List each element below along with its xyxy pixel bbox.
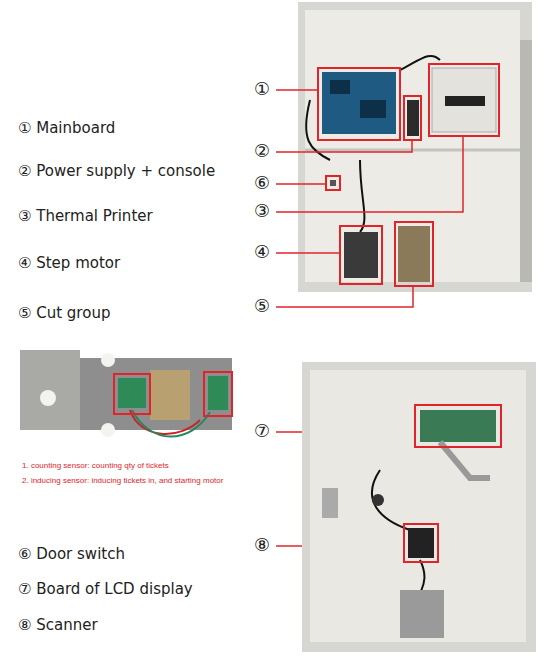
- sensor-board: [208, 376, 228, 410]
- cut-group-photo: [398, 226, 430, 282]
- step-motor-photo: [344, 232, 378, 278]
- highlight-box: [326, 176, 340, 190]
- sensor-board: [118, 378, 146, 408]
- callout-number: ⑦: [254, 421, 270, 441]
- highlight-box: [114, 374, 150, 414]
- part-list-item: ④ Step motor: [18, 255, 120, 272]
- chip: [330, 80, 350, 94]
- part-list-item: ⑥ Door switch: [18, 546, 125, 563]
- callout-number: ①: [254, 79, 270, 99]
- chip: [360, 100, 386, 118]
- part-list-item: ① Mainboard: [18, 120, 115, 137]
- cabinet-side: [520, 40, 532, 282]
- callout-number: ⑤: [254, 296, 270, 316]
- leader-line: [276, 286, 413, 307]
- highlight-box: [415, 405, 501, 447]
- printer-photo: [432, 68, 496, 132]
- cut-plate: [20, 350, 80, 430]
- lcd-board-photo: [420, 410, 496, 442]
- scanner-photo: [408, 528, 434, 558]
- callout-number: ④: [254, 242, 270, 262]
- door-switch-photo: [330, 180, 336, 186]
- wire: [306, 56, 440, 232]
- lock-photo: [322, 488, 338, 518]
- callout-number: ⑧: [254, 535, 270, 555]
- knob: [40, 390, 56, 406]
- roller: [150, 370, 190, 420]
- leader-line: [276, 140, 412, 152]
- knob: [101, 353, 115, 367]
- mainboard-photo: [322, 72, 396, 134]
- part-list-item: ② Power supply + console: [18, 163, 215, 180]
- power-supply-photo: [407, 100, 419, 136]
- highlight-box: [204, 372, 232, 416]
- cabinet-body: [298, 2, 532, 292]
- callout-number: ③: [254, 201, 270, 221]
- highlight-box: [404, 524, 438, 562]
- door-inner: [310, 370, 526, 642]
- leader-line: [276, 252, 340, 254]
- highlight-box: [340, 226, 382, 284]
- buzzer: [372, 494, 384, 506]
- highlight-box: [404, 96, 421, 140]
- part-list-item: ③ Thermal Printer: [18, 208, 153, 225]
- part-list-item: ⑧ Scanner: [18, 617, 98, 634]
- callout-number: ⑥: [254, 173, 270, 193]
- part-list-item: ⑦ Board of LCD display: [18, 581, 193, 598]
- part-list-item: ⑤ Cut group: [18, 305, 110, 322]
- leader-line: [276, 183, 326, 185]
- highlight-box: [318, 68, 400, 140]
- highlight-boxes: [318, 64, 499, 286]
- highlight-box: [429, 64, 499, 136]
- door-panel-photo: [302, 362, 536, 652]
- callout-number: ②: [254, 141, 270, 161]
- knob: [101, 423, 115, 437]
- sensor-note: 1. counting sensor: counting qty of tick…: [22, 462, 169, 471]
- sensor-note: 2. inducing sensor: inducing tickets in,…: [22, 477, 223, 486]
- card-reader-photo: [400, 590, 444, 638]
- leader-line: [276, 89, 318, 91]
- highlight-box: [395, 222, 433, 286]
- leader-line: [276, 136, 463, 212]
- printer-slot: [445, 96, 485, 106]
